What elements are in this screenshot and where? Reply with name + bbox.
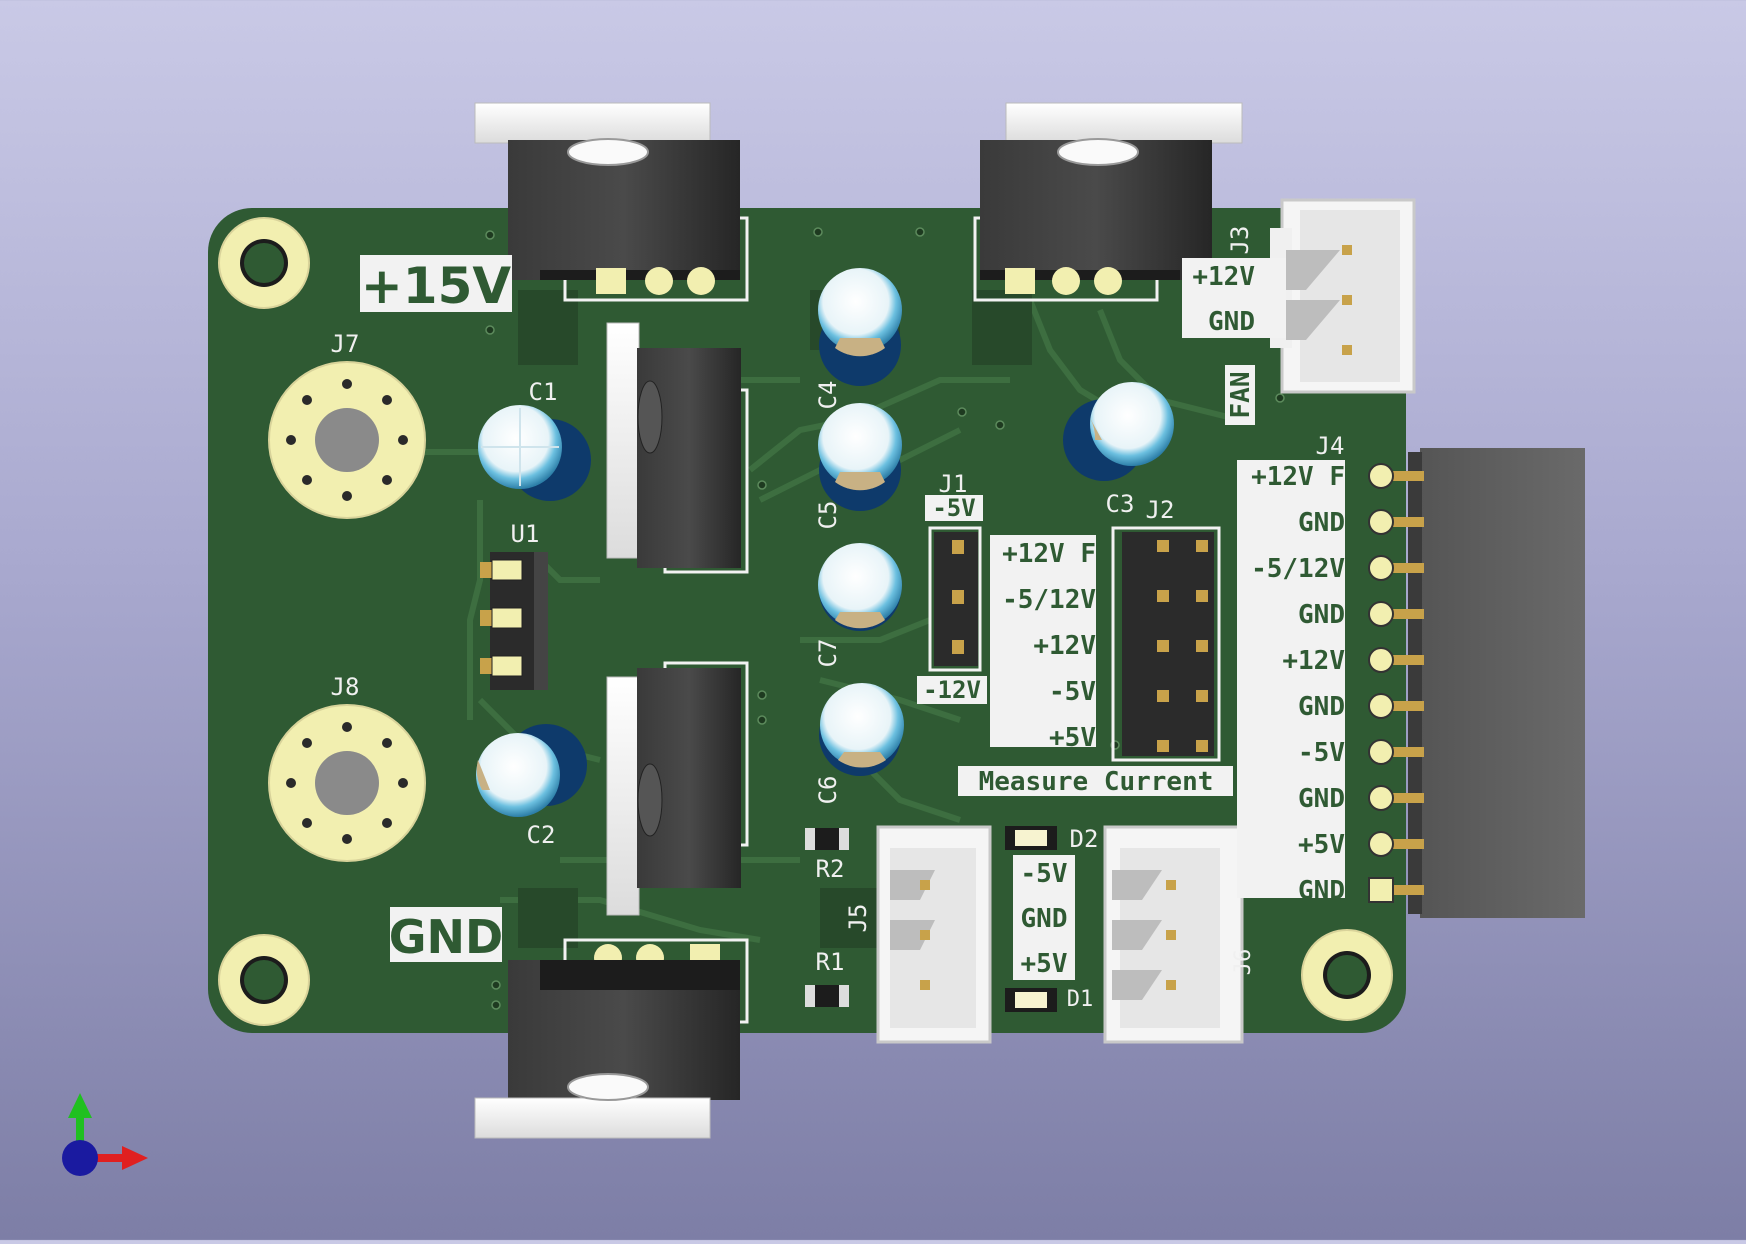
refdes-j2: J2 <box>1146 496 1175 524</box>
refdes-j3: J3 <box>1226 226 1254 255</box>
silk-j1-top-box <box>925 495 983 521</box>
j4-pin-label: GND <box>1298 784 1345 814</box>
refdes-r1: R1 <box>816 948 845 976</box>
refdes-j1: J1 <box>939 470 968 498</box>
refdes-d2: D2 <box>1070 825 1099 853</box>
led-d1 <box>1005 988 1057 1012</box>
capacitor-c5 <box>818 403 902 511</box>
refdes-c3: C3 <box>1106 490 1135 518</box>
label-plus15v: +15V <box>361 257 511 315</box>
led-label: +5V <box>1021 949 1068 979</box>
regulator-bottom <box>474 944 740 1139</box>
axis-gizmo <box>62 1093 148 1176</box>
silk-15v-box <box>360 255 512 312</box>
refdes-j4: J4 <box>1316 432 1345 460</box>
silk-measure-box <box>958 766 1233 796</box>
refdes-j7: J7 <box>331 330 360 358</box>
led-labels: -5V GND +5V <box>1021 859 1068 979</box>
refdes-j8: J8 <box>331 673 360 701</box>
refdes-j5: J5 <box>844 904 872 933</box>
fan-rail2-label: GND <box>1208 307 1255 337</box>
j4-pin-label: GND <box>1298 508 1345 538</box>
refdes-r2: R2 <box>816 855 845 883</box>
j4-pin-label: GND <box>1298 876 1345 906</box>
regulator-top-left <box>474 102 740 295</box>
silk-rails-box <box>990 535 1096 747</box>
capacitor-c4 <box>818 268 902 386</box>
fan-label: FAN <box>1226 372 1256 419</box>
capacitor-c6 <box>819 683 904 776</box>
capacitor-c7 <box>818 543 902 631</box>
j4-pin-label: +12V <box>1282 646 1345 676</box>
header-j2[interactable] <box>1111 526 1221 762</box>
refdes-c1: C1 <box>529 378 558 406</box>
silk-led-box <box>1013 855 1075 980</box>
jumper-j1[interactable] <box>928 526 982 672</box>
refdes-labels: J7 J8 C1 C2 U1 C3 J2 J1 J4 R2 R1 D2 D1 C… <box>331 226 1345 1012</box>
silk-fan-word-box <box>1225 365 1255 425</box>
regulator-top-right <box>980 102 1243 295</box>
capacitor-c3 <box>1063 382 1174 481</box>
measure-current-label: Measure Current <box>979 767 1214 797</box>
refdes-j6: J6 <box>1231 949 1256 976</box>
resistor-r2 <box>805 828 849 850</box>
silk-j4-box <box>1237 460 1345 898</box>
u1-header <box>480 552 548 690</box>
connector-j6[interactable] <box>1103 825 1244 1044</box>
fan-connector-j3[interactable] <box>1270 198 1416 394</box>
connector-j5[interactable] <box>876 825 992 1044</box>
mounting-hole-bottom-right <box>1301 929 1393 1021</box>
refdes-c6: C6 <box>814 776 842 805</box>
resistor-r1 <box>805 985 849 1007</box>
mounting-hole-top-left <box>218 217 310 309</box>
j4-pin-label: GND <box>1298 600 1345 630</box>
capacitor-c1 <box>478 405 591 501</box>
refdes-c5: C5 <box>814 501 842 530</box>
rail-label: -5V <box>1049 677 1096 707</box>
refdes-c7: C7 <box>814 639 842 668</box>
terminal-j8[interactable] <box>268 704 426 862</box>
header-j4[interactable] <box>1368 448 1585 918</box>
j4-pin-label: -5V <box>1298 738 1345 768</box>
rail-label: +12V F <box>1002 539 1096 569</box>
refdes-c2: C2 <box>527 821 556 849</box>
j4-pin-label: +12V F <box>1251 462 1345 492</box>
refdes-d1: D1 <box>1067 987 1094 1012</box>
silk-j1-bottom-box <box>917 676 987 704</box>
regulator-middle-upper <box>606 322 741 568</box>
led-label: GND <box>1021 904 1068 934</box>
capacitor-c2 <box>476 724 587 817</box>
j4-pin-label: GND <box>1298 692 1345 722</box>
refdes-u1: U1 <box>511 520 540 548</box>
j1-label-top: -5V <box>932 494 975 522</box>
j4-pin-label: -5/12V <box>1251 554 1345 584</box>
terminal-j7[interactable] <box>268 361 426 519</box>
silk-fan-box <box>1182 258 1286 338</box>
silk-gnd-box <box>390 907 502 962</box>
refdes-c4: C4 <box>814 381 842 410</box>
j1-label-bottom: -12V <box>923 676 981 704</box>
rail-label: +5V <box>1049 723 1096 753</box>
j4-pin-labels: +12V F GND -5/12V GND +12V GND -5V GND +… <box>1251 462 1345 906</box>
rail-label: -5/12V <box>1002 585 1096 615</box>
led-label: -5V <box>1021 859 1068 889</box>
led-d2 <box>1005 826 1057 850</box>
mounting-hole-bottom-left <box>218 934 310 1026</box>
regulator-middle-lower <box>606 668 741 916</box>
label-gnd: GND <box>389 910 503 964</box>
j4-pin-label: +5V <box>1298 830 1345 860</box>
fan-rail1-label: +12V <box>1192 262 1255 292</box>
rail-label: +12V <box>1033 631 1096 661</box>
rail-labels: +12V F -5/12V +12V -5V +5V <box>1002 539 1096 753</box>
